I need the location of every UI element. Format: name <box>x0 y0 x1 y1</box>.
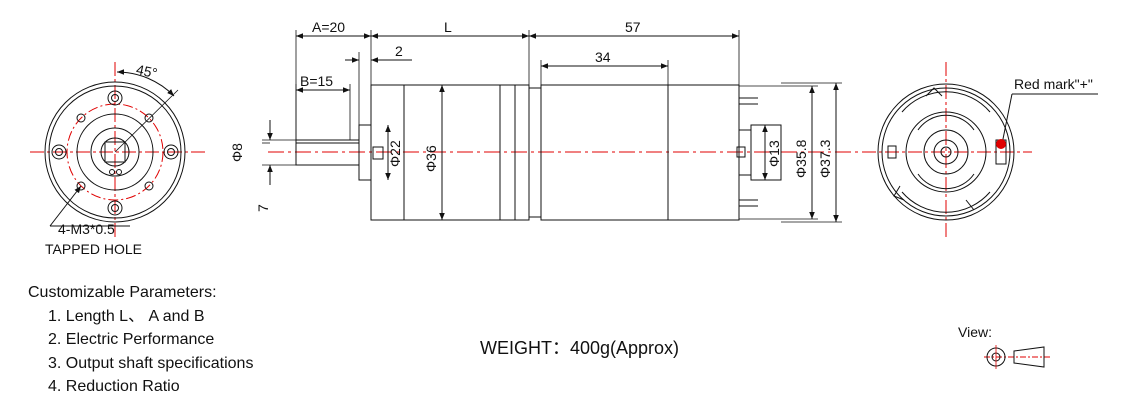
hole-leader <box>49 185 82 227</box>
front-mount-hole-top <box>107 90 123 106</box>
front-outer-circle <box>44 81 186 223</box>
dim-shaft-label: Φ8 <box>229 143 245 162</box>
angle-arc <box>116 69 175 97</box>
weight-label: WEIGHT：400g(Approx) <box>480 338 680 358</box>
dim-a-label: A=20 <box>312 19 345 35</box>
angle-label: 45° <box>135 61 159 81</box>
dim-2-label: 2 <box>395 43 403 59</box>
dim-bearing-label: Φ13 <box>766 140 782 167</box>
parameter-item: 3. Output shaft specifications <box>48 354 254 372</box>
dim-end-label: Φ37.3 <box>817 139 833 178</box>
parameters-list: Customizable Parameters: 1. Length L、 A … <box>28 281 253 399</box>
tapped-hole-4 <box>144 181 154 191</box>
front-mount-hole-bottom <box>107 200 123 216</box>
hole-label: 4-M3*0.5 <box>58 221 115 237</box>
front-bolt-circle <box>66 103 164 201</box>
tapped-hole-label: TAPPED HOLE <box>45 241 142 257</box>
view-label: View: <box>958 324 992 340</box>
gearbox <box>370 84 530 221</box>
rear-view <box>862 62 1098 240</box>
projection-symbol <box>984 345 1050 369</box>
dim-57-label: 57 <box>625 19 641 35</box>
side-view <box>262 30 858 223</box>
dim-flat-label: 7 <box>255 204 271 212</box>
dim-b-label: B=15 <box>300 73 333 89</box>
tapped-hole-2 <box>144 113 154 123</box>
red-mark-dot <box>996 139 1006 149</box>
rear-outer-circle <box>877 83 1015 221</box>
red-mark-label: Red mark"+" <box>1014 76 1093 92</box>
front-mount-hole-left <box>51 144 67 160</box>
dim-l-label: L <box>444 19 452 35</box>
dim-34-label: 34 <box>595 49 611 65</box>
parameters-title: Customizable Parameters: <box>28 284 217 301</box>
front-view <box>30 62 205 240</box>
tapped-hole-1 <box>76 113 86 123</box>
dim-gearbox-label: Φ36 <box>423 145 439 172</box>
parameter-item: 2. Electric Performance <box>48 331 215 348</box>
dim-motor-label: Φ35.8 <box>793 139 809 178</box>
parameter-item: 4. Reduction Ratio <box>48 378 180 395</box>
dim-boss-label: Φ22 <box>387 140 403 167</box>
red-mark-leader <box>1001 93 1013 145</box>
front-mount-hole-right <box>163 144 179 160</box>
parameter-item: 1. Length L、 A and B <box>48 307 205 325</box>
